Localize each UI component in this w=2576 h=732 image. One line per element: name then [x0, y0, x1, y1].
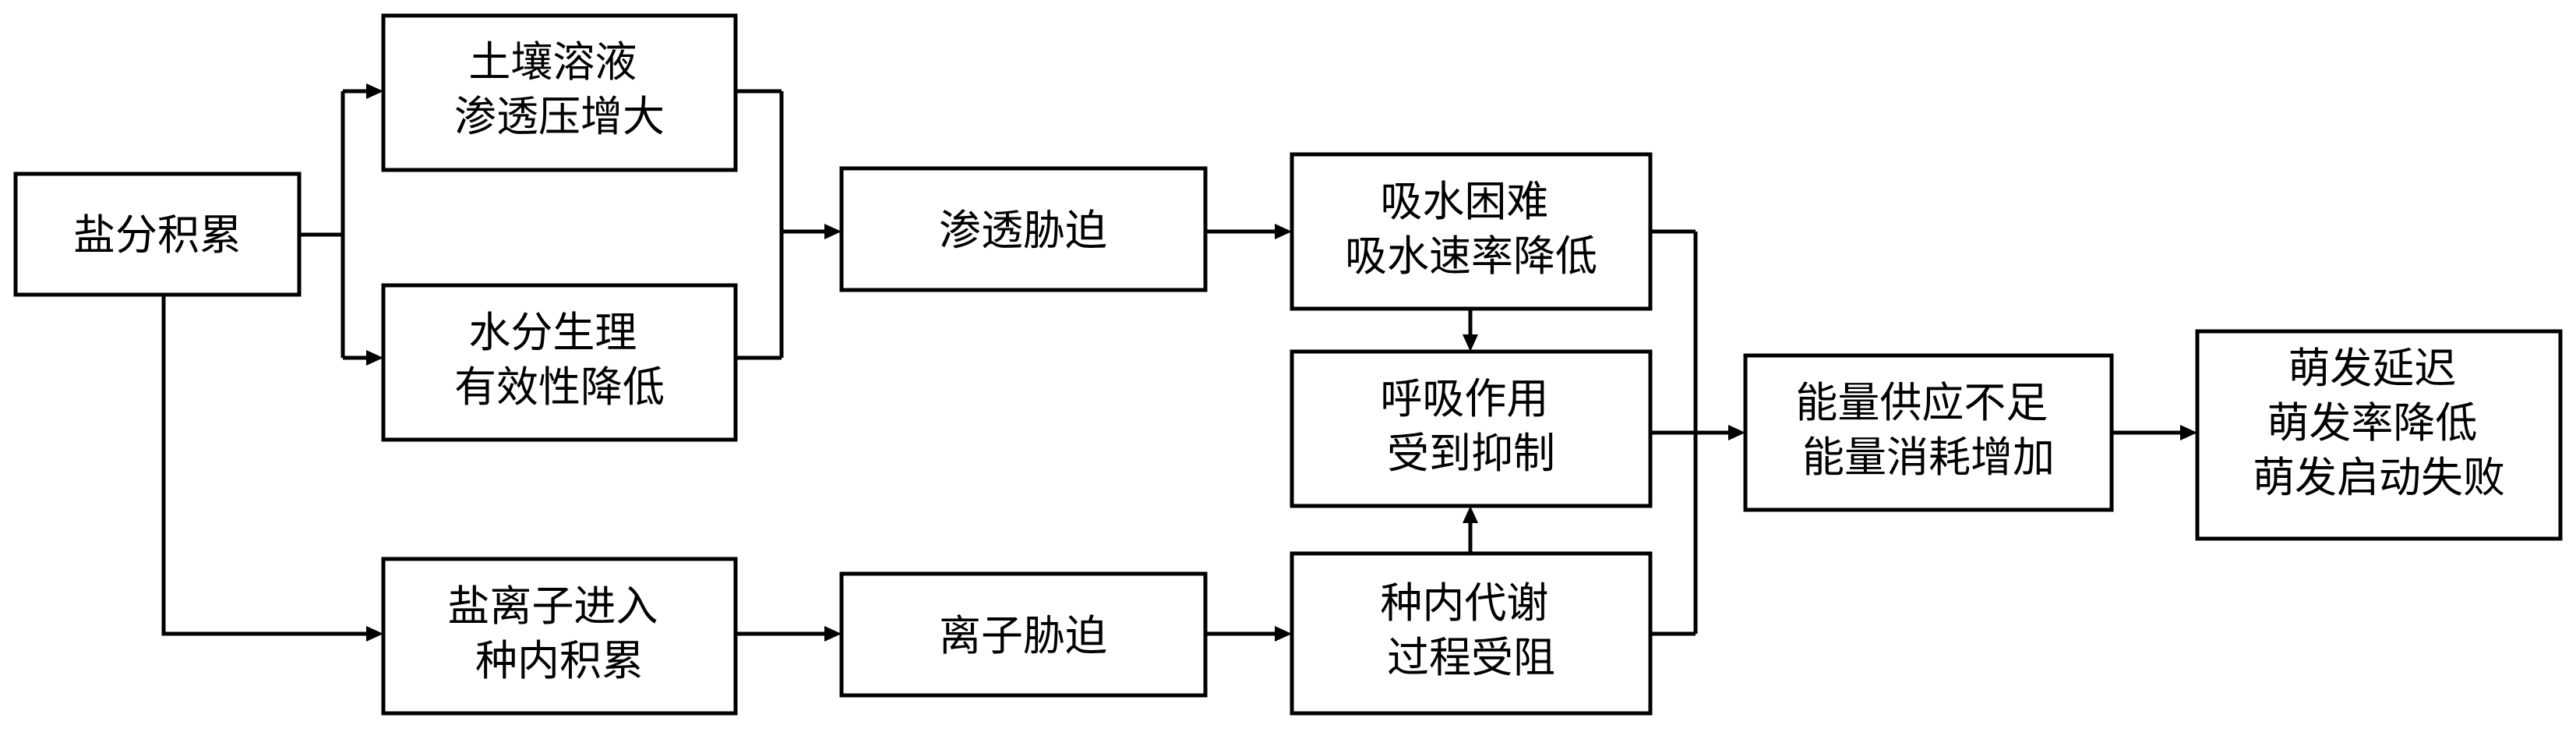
node-metabolism-text: 种内代谢 过程受阻	[1380, 578, 1561, 682]
node-ion-stress: 离子胁迫	[839, 571, 1208, 698]
arrow-to-metabolism	[1275, 626, 1292, 642]
node-germination-box	[2195, 329, 2563, 541]
arrow-to-germination	[2180, 425, 2197, 440]
node-water-physiology-text: 水分生理 有效性降低	[454, 308, 665, 412]
node-respiration: 呼吸作用 受到抑制	[1290, 349, 1653, 508]
node-ion-stress-text: 离子胁迫	[939, 611, 1107, 660]
node-water-uptake-line-1: 吸水困难	[1380, 177, 1548, 226]
node-soil-osmotic-pressure: 土壤溶液 渗透压增大	[381, 13, 738, 172]
node-salt-ion-entry: 盐离子进入 种内积累	[381, 557, 738, 716]
node-salt-accumulation-line: 盐分积累	[73, 210, 242, 260]
node-osmotic-stress-line: 渗透胁迫	[939, 206, 1107, 255]
node-ion-stress-box	[839, 571, 1208, 698]
arrow-to-energy	[1728, 425, 1745, 440]
node-osmotic-stress-text: 渗透胁迫	[939, 206, 1107, 255]
arrow-to-salt-ion-entry	[366, 626, 383, 642]
node-salt-ion-entry-line-1: 盐离子进入	[447, 582, 658, 631]
arrow-uptake-to-respiration	[1463, 334, 1478, 352]
node-ion-stress-line: 离子胁迫	[939, 611, 1107, 660]
node-water-physiology-line-2: 有效性降低	[454, 362, 665, 412]
node-respiration-line-2: 受到抑制	[1387, 429, 1555, 478]
node-salt-ion-entry-line-2: 种内积累	[475, 636, 644, 685]
node-metabolism-line-2: 过程受阻	[1387, 633, 1555, 682]
node-water-uptake-line-2: 吸水速率降低	[1345, 232, 1597, 281]
arrow-to-ion-stress	[824, 626, 842, 642]
node-respiration-line-1: 呼吸作用	[1380, 374, 1548, 423]
arrow-to-water-uptake	[1275, 224, 1292, 239]
node-salt-accumulation-box	[13, 172, 302, 297]
node-metabolism: 种内代谢 过程受阻	[1290, 551, 1653, 716]
node-metabolism-line-1: 种内代谢	[1380, 578, 1548, 628]
node-soil-osmotic-pressure-line-2: 渗透压增大	[454, 92, 665, 141]
node-germination-line-2: 萌发率降低	[2267, 398, 2477, 447]
node-salt-ion-entry-box	[381, 557, 738, 716]
arrow-to-water-physiology	[366, 350, 383, 366]
node-energy-line-2: 能量消耗增加	[1802, 433, 2055, 482]
node-energy-text: 能量供应不足 能量消耗增加	[1795, 378, 2061, 482]
node-germination-text: 萌发延迟 萌发率降低 萌发启动失败	[2253, 344, 2505, 502]
node-water-physiology: 水分生理 有效性降低	[381, 283, 738, 442]
node-germination-line-3: 萌发启动失败	[2253, 453, 2505, 502]
node-water-uptake: 吸水困难 吸水速率降低	[1290, 152, 1653, 311]
arrow-metabolism-to-respiration	[1463, 506, 1478, 523]
node-metabolism-box	[1290, 551, 1653, 716]
node-water-physiology-line-1: 水分生理	[468, 308, 637, 357]
node-osmotic-stress-box	[839, 166, 1208, 292]
node-germination-line-1: 萌发延迟	[2288, 344, 2456, 393]
connectors	[161, 83, 2197, 642]
node-soil-osmotic-pressure-text: 土壤溶液 渗透压增大	[454, 37, 665, 141]
node-energy-box	[1743, 353, 2114, 512]
node-water-uptake-text: 吸水困难 吸水速率降低	[1345, 177, 1597, 281]
connector-salt-to-ion-entry	[161, 295, 368, 636]
node-soil-osmotic-pressure-line-1: 土壤溶液	[468, 37, 637, 87]
node-water-uptake-box	[1290, 152, 1653, 311]
node-soil-osmotic-pressure-box	[381, 13, 738, 172]
node-salt-accumulation-text: 盐分积累	[73, 210, 242, 260]
nodes: 盐分积累 土壤溶液 渗透压增大 水分生理 有效性降低 渗透胁迫	[13, 13, 2563, 716]
node-water-physiology-box	[381, 283, 738, 442]
arrow-to-soil-osmotic	[366, 83, 383, 99]
arrow-to-osmotic-stress	[824, 224, 842, 239]
node-respiration-text: 呼吸作用 受到抑制	[1380, 374, 1561, 478]
node-respiration-box	[1290, 349, 1653, 508]
node-salt-ion-entry-text: 盐离子进入 种内积累	[447, 582, 671, 685]
node-germination: 萌发延迟 萌发率降低 萌发启动失败	[2195, 329, 2563, 541]
node-energy: 能量供应不足 能量消耗增加	[1743, 353, 2114, 512]
node-osmotic-stress: 渗透胁迫	[839, 166, 1208, 292]
node-salt-accumulation: 盐分积累	[13, 172, 302, 297]
node-energy-line-1: 能量供应不足	[1795, 378, 2048, 427]
